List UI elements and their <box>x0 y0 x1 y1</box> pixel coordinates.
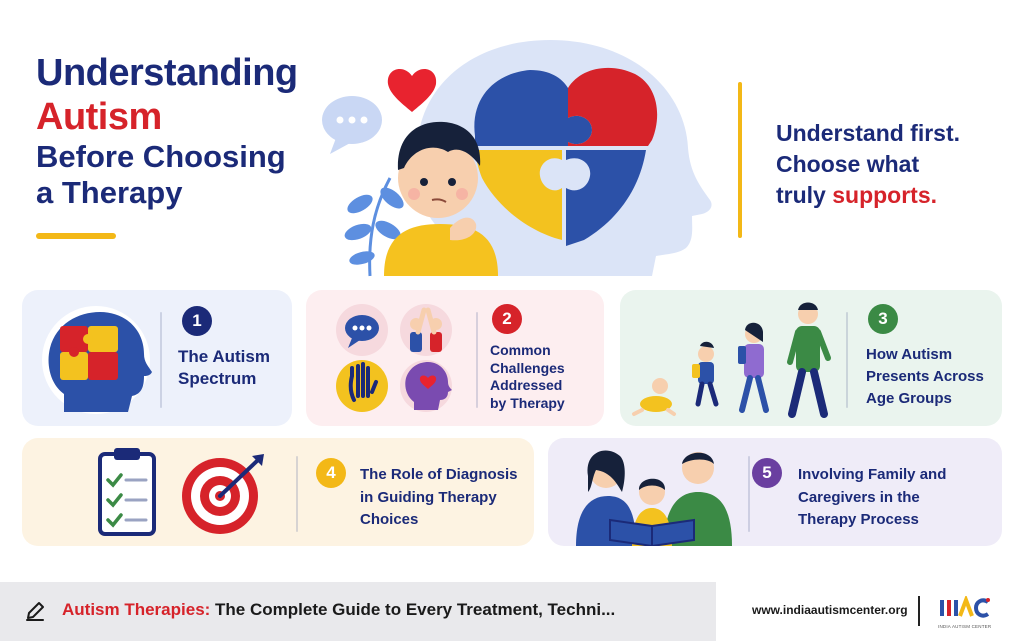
chat-bubble-icon <box>336 304 388 356</box>
card-title: The Autism Spectrum <box>178 346 270 390</box>
card-title-line: The Role of Diagnosis <box>360 466 518 483</box>
age-groups-icon <box>632 302 831 418</box>
card-divider <box>296 456 298 532</box>
card-number-badge: 5 <box>752 458 782 488</box>
card-title: The Role of Diagnosis in Guiding Therapy… <box>360 464 518 532</box>
footer-article-link[interactable]: Autism Therapies: The Complete Guide to … <box>62 600 615 620</box>
card-title-line: Spectrum <box>178 369 257 389</box>
footer-separator <box>918 596 920 626</box>
card-autism-spectrum[interactable]: 1 The Autism Spectrum <box>22 290 292 426</box>
adult-icon <box>787 302 831 418</box>
logo-caption: INDIA AUTISM CENTER <box>938 624 992 629</box>
footer-title-rest: The Complete Guide to Every Treatment, T… <box>210 600 616 619</box>
target-icon <box>182 454 264 534</box>
pencil-icon[interactable] <box>24 600 46 622</box>
card-involving-family[interactable]: 5 Involving Family and Caregivers in the… <box>548 438 1002 546</box>
hero-illustration <box>322 40 712 277</box>
page-title: Understanding Autism Before Choosing a T… <box>36 52 298 211</box>
thinking-child-icon <box>384 121 498 276</box>
card-title-line: Addressed <box>490 377 563 393</box>
baby-icon <box>632 378 676 416</box>
card-role-of-diagnosis[interactable]: 4 The Role of Diagnosis in Guiding Thera… <box>22 438 534 546</box>
speech-bubble-icon <box>322 96 382 154</box>
heart-head-icon <box>400 360 452 412</box>
high-five-icon <box>400 304 452 356</box>
footer-title-highlight: Autism Therapies: <box>62 600 211 619</box>
card-title-line: Presents Across <box>866 367 984 385</box>
challenge-icons <box>336 304 452 412</box>
card-title-line: by Therapy <box>490 394 565 411</box>
card-number-badge: 3 <box>868 304 898 334</box>
card-divider <box>160 312 162 408</box>
child-icon <box>738 322 769 413</box>
title-line-3: Before Choosing <box>36 139 286 175</box>
family-reading-icon <box>576 450 732 546</box>
title-line-4: a Therapy <box>36 175 183 211</box>
card-number-badge: 2 <box>492 304 522 334</box>
checklist-clipboard-icon <box>98 448 156 536</box>
card-title-line: Caregivers in the <box>798 488 920 506</box>
heart-icon <box>387 69 437 112</box>
tagline-line-2: Choose what <box>776 151 920 178</box>
card-divider <box>846 312 848 408</box>
title-underline <box>36 233 116 239</box>
card-divider <box>748 456 750 532</box>
tagline-divider <box>738 82 742 238</box>
toddler-icon <box>692 341 719 407</box>
footer-url[interactable]: www.indiaautismcenter.org <box>752 603 908 617</box>
card-age-groups[interactable]: 3 How Autism Presents Across Age Groups <box>620 290 1002 426</box>
card-title-line: Involving Family and <box>798 466 947 483</box>
logo-mark-icon <box>940 594 990 618</box>
tagline-line-1: Understand first. <box>776 120 961 146</box>
hand-icon <box>336 360 388 412</box>
card-title: Common Challenges Addressed by Therapy <box>490 342 565 412</box>
card-title-line: Challenges <box>490 359 565 376</box>
card-common-challenges[interactable]: 2 Common Challenges Addressed by Therapy <box>306 290 604 426</box>
card-title-line: How Autism <box>866 346 953 363</box>
card-title-line: Choices <box>360 511 419 528</box>
card-title-line: Common <box>490 342 551 358</box>
card-number-badge: 4 <box>316 458 346 488</box>
footer-brand-area <box>716 582 1024 641</box>
tagline-line-3-prefix: truly <box>776 182 833 209</box>
open-book-icon <box>609 518 695 546</box>
brain-puzzle-icon <box>474 67 658 246</box>
title-line-2: Autism <box>36 95 162 138</box>
card-title: Involving Family and Caregivers in the T… <box>798 464 946 532</box>
card-number-badge: 1 <box>182 306 212 336</box>
card-title: How Autism Presents Across Age Groups <box>866 344 984 409</box>
tagline: Understand first. Choose what truly supp… <box>776 118 960 211</box>
card-title-line: Therapy Process <box>798 511 919 528</box>
card-title-line: The Autism <box>178 347 270 366</box>
card-divider <box>476 312 478 408</box>
puzzle-head-icon <box>42 306 152 414</box>
title-line-1: Understanding <box>36 52 298 94</box>
iac-logo: INDIA AUTISM CENTER <box>938 594 992 629</box>
tagline-highlight: supports. <box>832 182 938 209</box>
plant-icon <box>344 177 404 277</box>
tagline-line-3: truly supports. <box>776 180 960 211</box>
card-title-line: Age Groups <box>866 389 952 407</box>
card-title-line: in Guiding Therapy <box>360 488 497 506</box>
